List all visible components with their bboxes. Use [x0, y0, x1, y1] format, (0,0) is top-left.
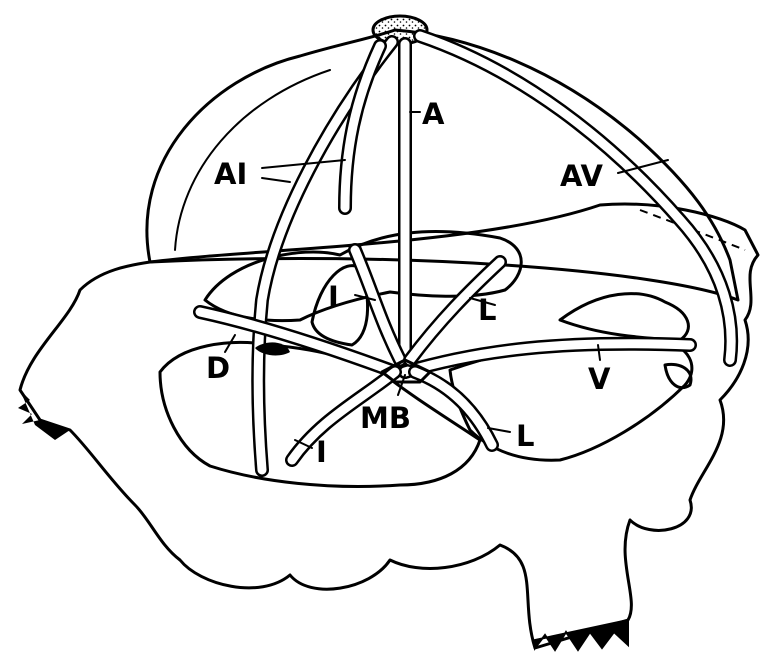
label-l-lower: L	[516, 419, 534, 453]
canal-system	[200, 36, 731, 470]
stalk-tip	[535, 620, 628, 650]
right-pocket	[560, 294, 688, 340]
label-d: D	[206, 351, 230, 385]
left-lobe-tip	[18, 390, 70, 440]
label-v: V	[588, 362, 611, 396]
label-mb: MB	[360, 401, 411, 435]
label-a: A	[422, 97, 445, 131]
label-l-upper: L	[478, 293, 496, 327]
label-av: AV	[560, 159, 603, 193]
label-i-lower: I	[316, 435, 327, 469]
label-ai: AI	[214, 157, 247, 191]
label-i-upper: I	[328, 280, 339, 314]
